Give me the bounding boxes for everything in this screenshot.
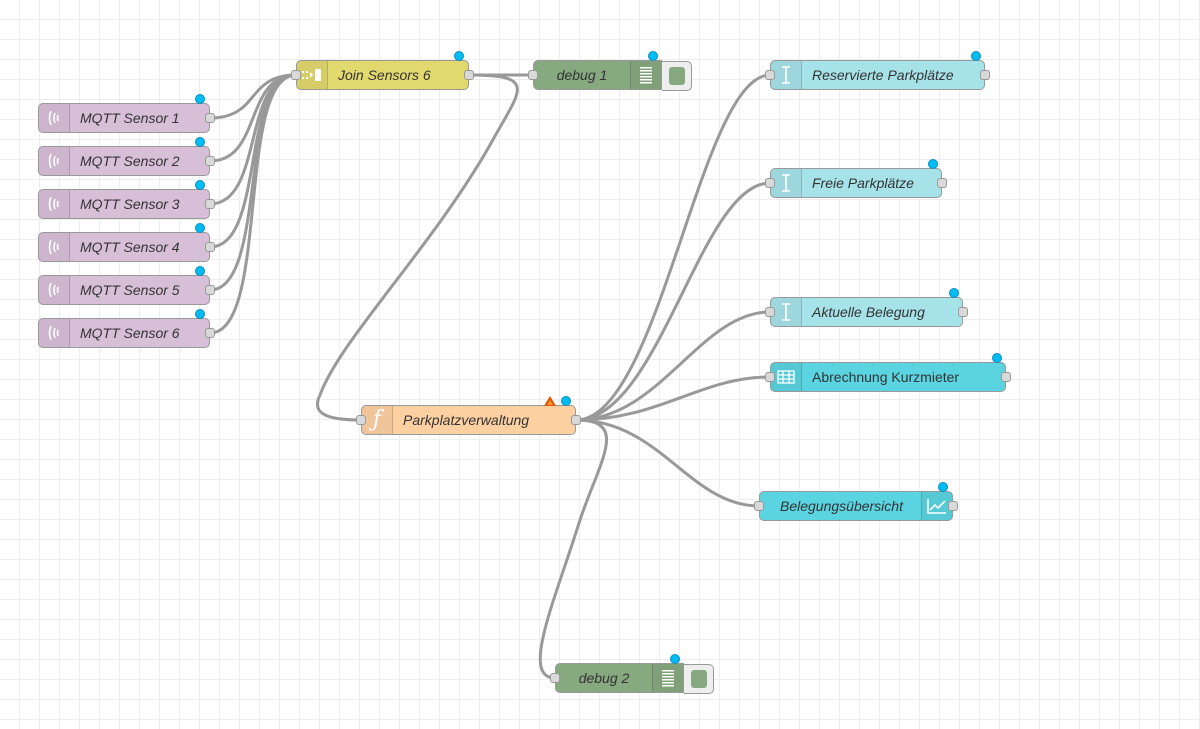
mqtt-sensor-2-node[interactable]: MQTT Sensor 2 (38, 137, 215, 176)
output-port[interactable] (948, 501, 958, 511)
status-dot (938, 482, 948, 492)
text-cursor-icon (771, 61, 802, 89)
output-port[interactable] (205, 285, 215, 295)
output-port[interactable] (205, 156, 215, 166)
output-port[interactable] (1001, 372, 1011, 382)
input-port[interactable] (291, 70, 301, 80)
mqtt-sensor-5-node[interactable]: MQTT Sensor 5 (38, 266, 215, 305)
wire[interactable] (575, 418, 760, 508)
node-label: Freie Parkplätze (812, 175, 914, 191)
debug-1-node[interactable]: debug 1 (528, 51, 692, 91)
output-port[interactable] (958, 307, 968, 317)
node-label: Belegungsübersicht (780, 498, 903, 514)
status-dot (648, 51, 658, 61)
node-label: MQTT Sensor 6 (80, 325, 180, 341)
node-label: Parkplatzverwaltung (403, 412, 530, 428)
status-dot (561, 396, 571, 406)
list-icon (652, 664, 683, 692)
text-cursor-icon (771, 169, 802, 197)
broadcast-icon (39, 319, 70, 347)
output-port[interactable] (980, 70, 990, 80)
broadcast-icon (39, 276, 70, 304)
status-dot (195, 309, 205, 319)
status-dot (195, 180, 205, 190)
status-dot (195, 266, 205, 276)
wire[interactable] (316, 73, 519, 422)
chart-icon (921, 492, 952, 520)
status-dot (928, 159, 938, 169)
node-label: Reservierte Parkplätze (812, 67, 954, 83)
reservierte-parkplaetze-node[interactable]: Reservierte Parkplätze (765, 51, 990, 90)
input-port[interactable] (765, 70, 775, 80)
debug-toggle-button[interactable] (662, 61, 692, 91)
wire[interactable] (575, 73, 771, 422)
mqtt-sensor-4-node[interactable]: MQTT Sensor 4 (38, 223, 215, 262)
wire[interactable] (538, 418, 608, 680)
status-dot (992, 353, 1002, 363)
output-port[interactable] (205, 328, 215, 338)
broadcast-icon (39, 233, 70, 261)
wire[interactable] (575, 310, 771, 422)
output-port[interactable] (205, 199, 215, 209)
function-icon: ƒ (362, 406, 393, 434)
node-label: Abrechnung Kurzmieter (812, 369, 960, 385)
parkplatzverwaltung-function-node[interactable]: ƒ Parkplatzverwaltung (356, 396, 581, 435)
mqtt-sensor-6-node[interactable]: MQTT Sensor 6 (38, 309, 215, 348)
output-port[interactable] (937, 178, 947, 188)
output-port[interactable] (205, 242, 215, 252)
status-dot (454, 51, 464, 61)
node-label: debug 1 (556, 67, 608, 83)
table-icon (771, 363, 802, 391)
mqtt-sensor-1-node[interactable]: MQTT Sensor 1 (38, 94, 215, 133)
wire[interactable] (575, 375, 771, 422)
output-port[interactable] (464, 70, 474, 80)
abrechnung-kurzmieter-node[interactable]: Abrechnung Kurzmieter (765, 353, 1011, 392)
node-label: MQTT Sensor 4 (80, 239, 180, 255)
status-dot (195, 223, 205, 233)
node-label: debug 2 (578, 670, 630, 686)
status-dot (195, 137, 205, 147)
join-sensors-node[interactable]: Join Sensors 6 (291, 51, 474, 90)
join-icon (297, 61, 328, 89)
input-port[interactable] (765, 372, 775, 382)
wire[interactable] (209, 73, 297, 292)
belegungsuebersicht-chart-node[interactable]: Belegungsübersicht (754, 482, 958, 521)
wire[interactable] (575, 181, 771, 422)
node-label: MQTT Sensor 3 (80, 196, 180, 212)
input-port[interactable] (356, 415, 366, 425)
node-label: MQTT Sensor 2 (80, 153, 180, 169)
text-cursor-icon (771, 298, 802, 326)
node-label: Aktuelle Belegung (812, 304, 925, 320)
broadcast-icon (39, 104, 70, 132)
node-label: MQTT Sensor 1 (80, 110, 180, 126)
wire[interactable] (209, 73, 297, 335)
node-label: Join Sensors 6 (338, 67, 431, 83)
input-port[interactable] (765, 178, 775, 188)
debug-2-node[interactable]: debug 2 (550, 654, 714, 694)
output-port[interactable] (571, 415, 581, 425)
output-port[interactable] (205, 113, 215, 123)
list-icon (630, 61, 661, 89)
debug-toggle-button[interactable] (684, 664, 714, 694)
mqtt-sensor-3-node[interactable]: MQTT Sensor 3 (38, 180, 215, 219)
node-label: MQTT Sensor 5 (80, 282, 180, 298)
status-dot (195, 94, 205, 104)
input-port[interactable] (754, 501, 764, 511)
status-dot (670, 654, 680, 664)
status-dot (971, 51, 981, 61)
status-dot (949, 288, 959, 298)
aktuelle-belegung-node[interactable]: Aktuelle Belegung (765, 288, 968, 327)
input-port[interactable] (550, 673, 560, 683)
warning-icon (544, 396, 556, 406)
input-port[interactable] (528, 70, 538, 80)
input-port[interactable] (765, 307, 775, 317)
broadcast-icon (39, 147, 70, 175)
freie-parkplaetze-node[interactable]: Freie Parkplätze (765, 159, 947, 198)
broadcast-icon (39, 190, 70, 218)
wire[interactable] (209, 73, 297, 249)
